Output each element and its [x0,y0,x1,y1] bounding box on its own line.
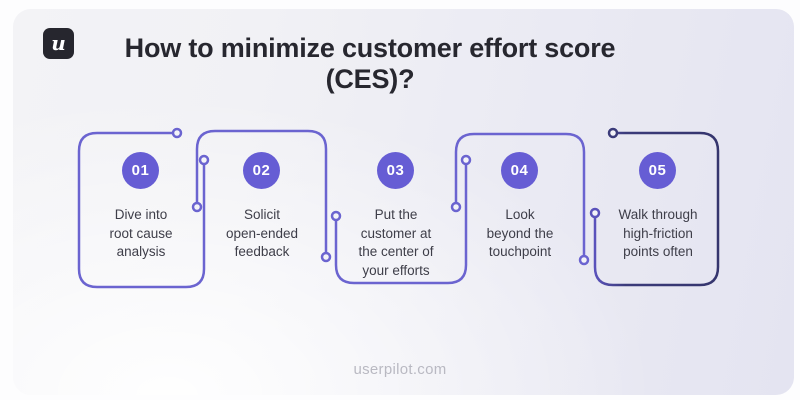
step1-label: Dive into root cause analysis [109,207,173,260]
step1-number-badge: 01 [122,152,159,189]
path-endpoint [198,154,210,166]
logo-letter: u [51,30,66,55]
step3-number-badge: 03 [377,152,414,189]
step4-outline [454,132,586,262]
path-endpoint [578,254,590,266]
path-endpoint [330,210,342,222]
path-endpoint [320,251,332,263]
step5-label: Walk through high-friction points often [618,207,698,260]
path-endpoint [171,127,183,139]
step2-number-badge: 02 [243,152,280,189]
path-endpoint [450,201,462,213]
step5-number-badge: 05 [639,152,676,189]
path-endpoint [589,207,601,219]
step3-outline [334,158,468,285]
step1-outline [77,131,206,289]
path-endpoint [607,127,619,139]
path-endpoint [191,201,203,213]
website-url: userpilot.com [353,361,447,378]
step4-number-badge: 04 [501,152,538,189]
path-endpoint [460,154,472,166]
step2-label: Solicit open-ended feedback [225,207,299,260]
step5-outline [593,131,720,287]
page-title: How to minimize customer effort score (C… [124,33,616,94]
background-card [13,9,794,395]
step2-outline [195,129,328,259]
userpilot-logo: u [43,28,74,59]
step4-label: Look beyond the touchpoint [486,207,554,260]
step3-label: Put the customer at the center of your e… [358,207,434,278]
